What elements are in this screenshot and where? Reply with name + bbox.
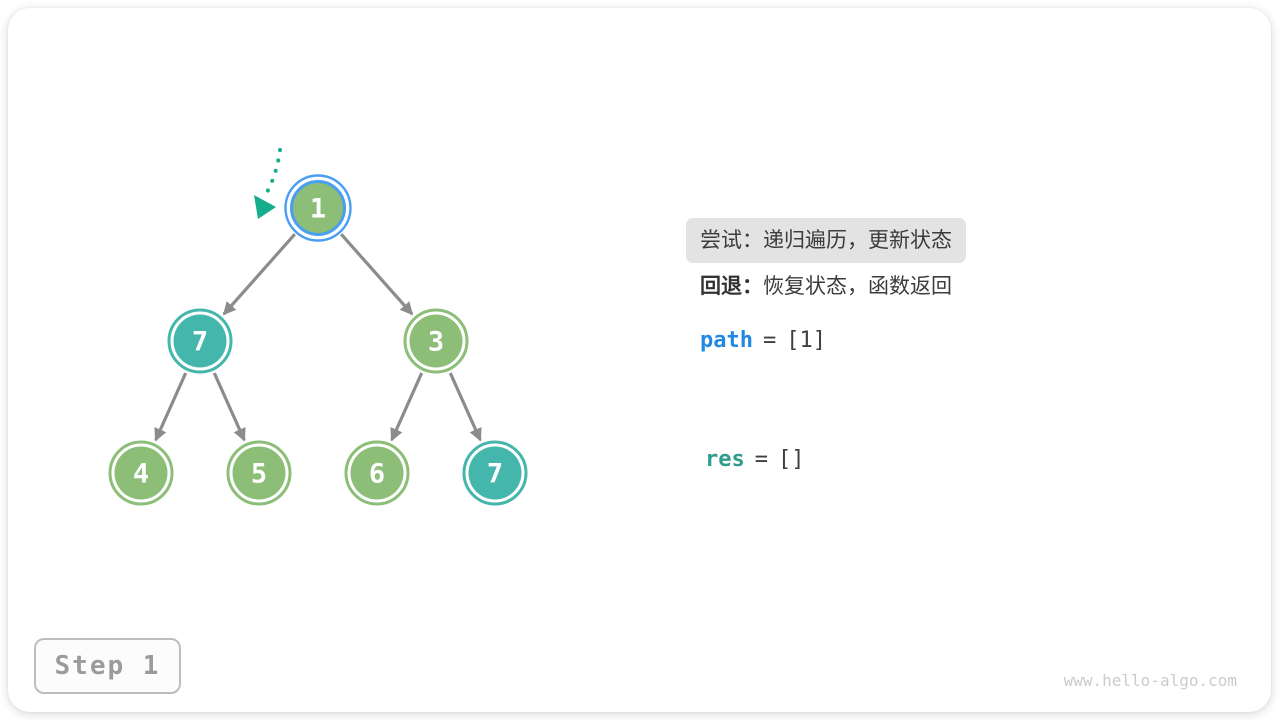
current-pointer-arrow [254, 148, 282, 219]
annotation-try-text: 递归遍历，更新状态 [763, 229, 952, 252]
node-outer-ring [344, 440, 410, 506]
pointer-dotted-tail [263, 148, 282, 198]
tree-node-4: 4 [108, 440, 174, 506]
annotation-try: 尝试：递归遍历，更新状态 [686, 218, 966, 263]
node-circle [114, 446, 168, 500]
tree-edge [212, 372, 246, 442]
node-outer-ring [167, 308, 233, 374]
tree-nodes: 1 7 3 4 5 6 7 [108, 174, 528, 506]
tree-node-3: 3 [403, 308, 469, 374]
node-outer-ring [403, 308, 469, 374]
annotation-try-label: 尝试： [700, 229, 763, 252]
node-outer-ring [462, 440, 528, 506]
tree-edge [154, 372, 188, 442]
node-value-label: 7 [487, 459, 503, 490]
path-equals-sign: = [762, 328, 777, 353]
node-circle [290, 180, 346, 236]
tree-edges [154, 233, 482, 442]
node-circle [350, 446, 404, 500]
res-variable-name: res [705, 447, 745, 472]
node-value-label: 7 [192, 327, 208, 358]
tree-node-6: 6 [344, 440, 410, 506]
figure-card: 1 7 3 4 5 6 7 尝试：递归遍历，更新状态 回退：恢复状态，函数返回 path = [… [8, 8, 1271, 712]
res-variable-line: res = [] [705, 445, 805, 475]
watermark: www.hello-algo.com [1063, 671, 1237, 690]
node-circle [468, 446, 522, 500]
path-variable-value: [1] [786, 328, 826, 353]
annotation-backtrack: 回退：恢复状态，函数返回 [700, 272, 952, 302]
tree-node-7: 7 [167, 308, 233, 374]
binary-tree-diagram: 1 7 3 4 5 6 7 [108, 148, 528, 506]
node-value-label: 1 [310, 194, 326, 225]
node-value-label: 5 [251, 459, 267, 490]
step-badge-label: Step 1 [54, 651, 161, 681]
tree-edge [448, 372, 482, 442]
tree-node-5: 5 [226, 440, 292, 506]
res-variable-value: [] [778, 447, 805, 472]
node-outer-ring [108, 440, 174, 506]
pointer-arrowhead-icon [254, 195, 276, 219]
node-circle [173, 314, 227, 368]
node-outer-ring [284, 174, 352, 242]
tree-node-7: 7 [462, 440, 528, 506]
node-value-label: 3 [428, 327, 444, 358]
path-variable-line: path = [1] [700, 326, 826, 356]
annotation-backtrack-text: 恢复状态，函数返回 [763, 275, 952, 298]
node-value-label: 4 [133, 459, 149, 490]
node-outer-ring [226, 440, 292, 506]
node-value-label: 6 [369, 459, 385, 490]
res-equals-sign: = [754, 447, 768, 472]
tree-edge [222, 233, 296, 316]
node-circle [409, 314, 463, 368]
node-circle [232, 446, 286, 500]
annotation-backtrack-label: 回退： [700, 275, 763, 298]
step-badge: Step 1 [34, 638, 181, 694]
tree-edge [390, 372, 424, 442]
tree-node-1: 1 [284, 174, 352, 242]
path-variable-name: path [700, 328, 753, 353]
tree-edge [340, 233, 414, 316]
